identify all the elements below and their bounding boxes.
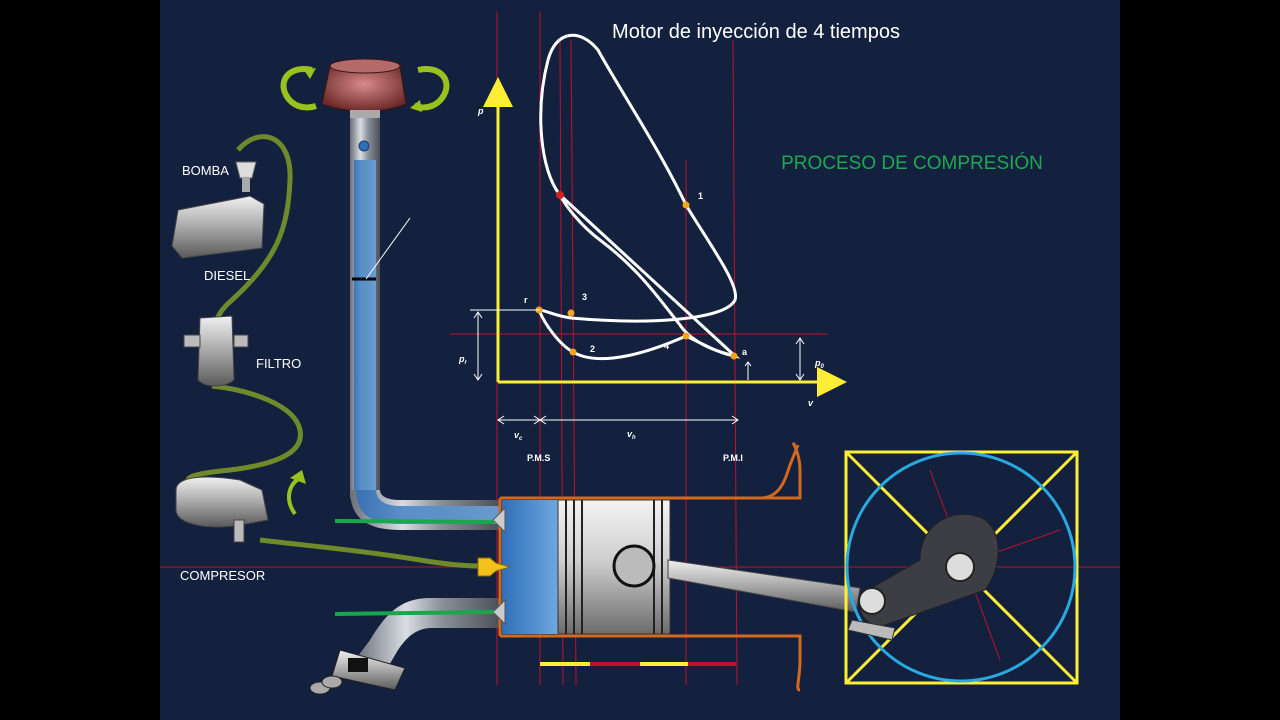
- v-axis-label: v: [808, 398, 814, 408]
- cylinder-assembly: [259, 442, 861, 692]
- point-label-4: 4: [664, 341, 669, 351]
- pump-icon: [235, 161, 257, 179]
- filter-icon: [197, 315, 235, 387]
- slide: Motor de inyección de 4 tiempos PROCESO …: [160, 0, 1120, 720]
- vc-label: vc: [514, 430, 523, 442]
- intake-valve: [492, 506, 506, 534]
- injector-icon: [477, 557, 512, 577]
- label-tank: DIESEL: [204, 268, 250, 283]
- engine-diagram: Motor de inyección de 4 tiempos PROCESO …: [160, 12, 1120, 695]
- label-compressor: COMPRESOR: [180, 568, 265, 583]
- cycle-point-3: [567, 309, 575, 317]
- cycle-point-4: [682, 332, 690, 340]
- air-intake: [280, 58, 500, 530]
- crank-mechanism: [844, 450, 1079, 685]
- pressure-dimensions: [470, 309, 805, 381]
- exhaust-valve-stem: [334, 610, 495, 616]
- fuel-line: [259, 537, 481, 569]
- rotation-arrow-icon: [413, 66, 450, 111]
- point-label-1: 1: [698, 191, 703, 201]
- tank-icon: [171, 195, 265, 259]
- connecting-rod: [667, 559, 861, 613]
- fuel-line: [214, 134, 293, 327]
- cylinder-wall-bottom: [500, 634, 802, 692]
- crankshaft-icon: [945, 552, 975, 582]
- piston-pin: [612, 544, 656, 588]
- cycle-point-2: [569, 348, 577, 356]
- volume-dimensions: [497, 415, 739, 425]
- fuel-system: [171, 134, 306, 543]
- process-heading: PROCESO DE COMPRESIÓN: [781, 152, 1043, 174]
- compressor-icon: [175, 476, 269, 528]
- rotation-arrow-icon: [287, 476, 302, 516]
- cycle-point-a: [730, 352, 738, 360]
- intake-valve-stem: [334, 519, 495, 524]
- cycle-point-current: [556, 191, 564, 199]
- pv-diagram: p v 1 2 3 4 a r pr p0: [458, 33, 847, 463]
- point-label-2: 2: [590, 344, 595, 354]
- rotation-arrow-icon: [280, 66, 317, 111]
- exhaust-valve: [492, 598, 506, 626]
- pv-cycle-curve: [536, 33, 741, 361]
- pms-label: P.M.S: [527, 453, 550, 463]
- crank-circle: [845, 451, 1077, 683]
- fuel-line: [185, 383, 303, 481]
- pr-label: pr: [458, 354, 468, 366]
- point-label-r: r: [524, 295, 528, 305]
- pmi-label: P.M.I: [723, 453, 743, 463]
- slide-title: Motor de inyección de 4 tiempos: [612, 21, 900, 43]
- exhaust: [309, 598, 500, 695]
- vh-label: vh: [627, 429, 636, 441]
- exhaust-pipe: [355, 598, 500, 672]
- label-pump: BOMBA: [182, 163, 229, 178]
- p-axis-label: p: [477, 106, 484, 116]
- p0-label: p0: [814, 358, 825, 370]
- crank-arm: [859, 513, 999, 627]
- cycle-point-1: [682, 201, 690, 209]
- cylinder-wall-top: [500, 442, 802, 500]
- crank-pin-icon: [858, 587, 886, 615]
- label-filter: FILTRO: [256, 356, 301, 371]
- point-label-3: 3: [582, 292, 587, 302]
- point-label-a: a: [742, 347, 748, 357]
